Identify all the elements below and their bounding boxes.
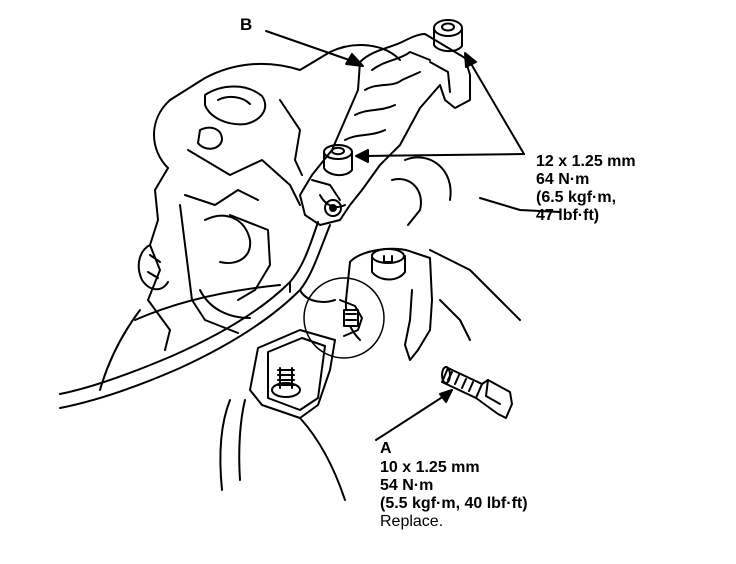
- wire-harness: [59, 221, 336, 409]
- bolt-spec-size: 10 x 1.25 mm: [380, 459, 480, 476]
- mount-bracket-b: [299, 33, 471, 226]
- leader-arrow-spec-to-top-nut: [464, 52, 525, 155]
- bolt-spec-torque-nm: 54 N·m: [380, 476, 434, 494]
- bracket-torque-spec: 12 x 1.25 mm 64 N·m (6.5 kgf·m, 47 lbf·f…: [536, 153, 636, 225]
- lower-mount-pad: [219, 329, 346, 501]
- bolt-spec-replace-note: Replace.: [380, 512, 444, 530]
- bracket-spec-torque-kgfm: (6.5 kgf·m,: [536, 188, 617, 206]
- engine-block-outline: [99, 44, 452, 391]
- callout-label-b: B: [240, 15, 253, 34]
- bracket-spec-size: 12 x 1.25 mm: [536, 153, 636, 170]
- lower-mount-body: [303, 247, 433, 361]
- bracket-nut-top-right: [433, 19, 463, 53]
- bracket-spec-torque-lbfft: 47 lbf·ft): [536, 206, 600, 224]
- bolt-spec-torque-detail: (5.5 kgf·m, 40 lbf·ft): [380, 494, 528, 512]
- bolt-torque-spec: 10 x 1.25 mm 54 N·m (5.5 kgf·m, 40 lbf·f…: [380, 459, 528, 531]
- leader-arrow-a: [375, 389, 453, 441]
- leader-arrow-spec-to-center-nut: [355, 149, 525, 163]
- mount-bolt-a: [441, 366, 513, 419]
- frame-outline: [429, 197, 561, 341]
- leader-arrow-b: [265, 30, 364, 67]
- callout-label-a: A: [380, 440, 392, 457]
- bracket-nut-center: [323, 144, 353, 176]
- bracket-spec-torque-nm: 64 N·m: [536, 170, 590, 188]
